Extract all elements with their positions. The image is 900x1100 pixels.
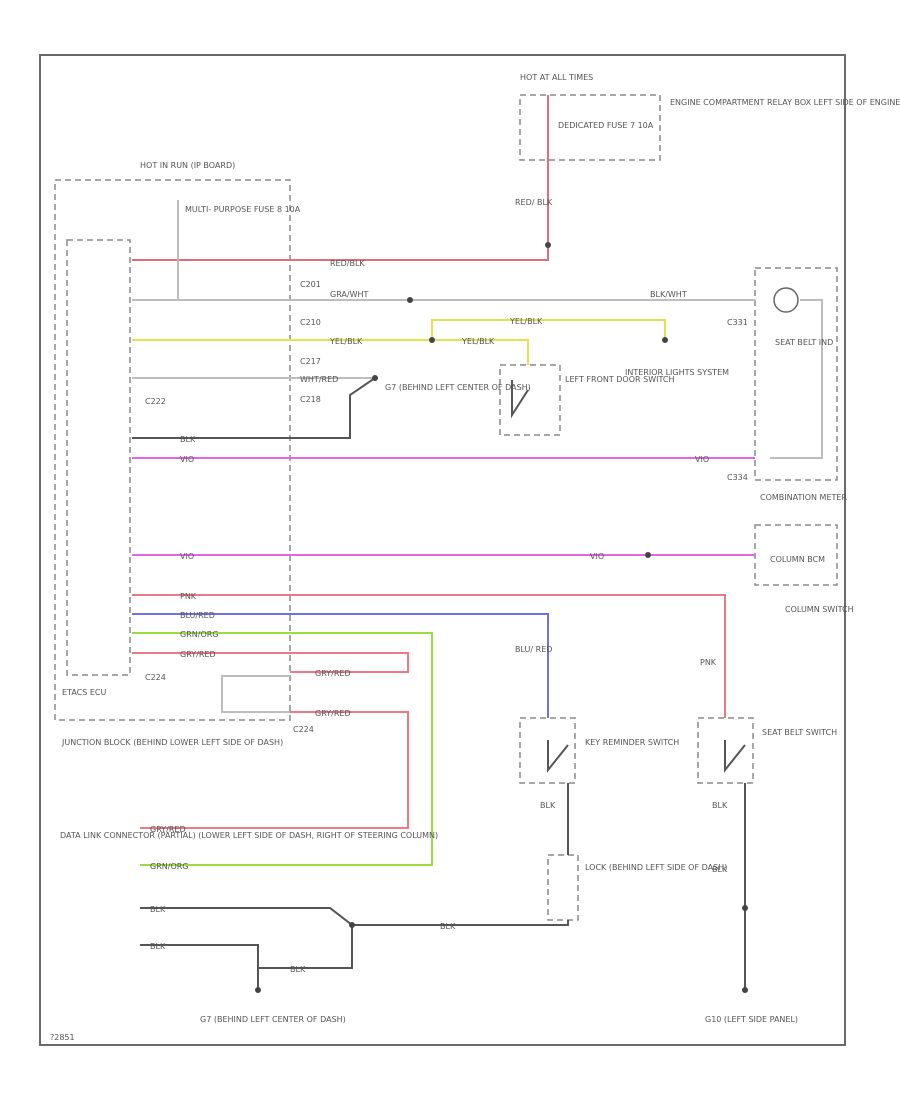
wire-label: BLK/WHT xyxy=(650,290,687,299)
label-hot-at-all-times: HOT AT ALL TIMES xyxy=(520,73,593,82)
wire-gray-loop xyxy=(221,675,290,713)
connector-c217: C217 xyxy=(300,357,321,366)
label-multi-fuse: MULTI- PURPOSE FUSE 8 10A xyxy=(185,205,301,214)
wire-dlc-blk-2 xyxy=(140,944,259,990)
wire-label: GRY/RED xyxy=(315,669,351,678)
wire-label: VIO xyxy=(590,552,604,561)
label-key-reminder: KEY REMINDER SWITCH xyxy=(585,738,679,747)
ground-dot xyxy=(255,987,261,993)
diagram-frame xyxy=(39,54,846,1046)
connector-c222: C222 xyxy=(145,397,166,406)
connector-c218: C218 xyxy=(300,395,321,404)
wire-pnk xyxy=(132,594,726,718)
wire-label: BLK xyxy=(150,942,166,951)
wire-label: GRY/RED xyxy=(150,825,186,834)
wire-label: BLK xyxy=(180,435,196,444)
label-left-front-door: LEFT FRONT DOOR SWITCH xyxy=(565,375,675,384)
wire-label: GRY/RED xyxy=(315,709,351,718)
wire-red-blk xyxy=(132,95,549,261)
connector-c224b: C224 xyxy=(293,725,314,734)
label-g10-bottom: G10 (LEFT SIDE PANEL) xyxy=(705,1015,798,1024)
wire-label: WHT/RED xyxy=(300,375,338,384)
label-hot-in-run: HOT IN RUN (IP BOARD) xyxy=(140,161,235,170)
lock-box xyxy=(547,854,579,921)
label-etacs-ecu: ETACS ECU xyxy=(62,688,107,697)
connector-c334: C334 xyxy=(727,473,748,482)
wire-label: GRY/RED xyxy=(180,650,216,659)
connector-c210: C210 xyxy=(300,318,321,327)
label-engine-relay-box: ENGINE COMPARTMENT RELAY BOX LEFT SIDE O… xyxy=(670,98,900,107)
wire-label: PNK xyxy=(180,592,197,601)
splice-dot xyxy=(645,552,651,558)
seat-belt-contact xyxy=(724,740,746,773)
wire-blk-g7 xyxy=(132,377,376,439)
label-column-switch: COLUMN SWITCH xyxy=(785,605,854,614)
splice-dot xyxy=(742,905,748,911)
wire-lock-ground xyxy=(352,920,569,926)
wire-label: GRN/ORG xyxy=(150,862,189,871)
splice-dot xyxy=(429,337,435,343)
label-g7-bottom: G7 (BEHIND LEFT CENTER OF DASH) xyxy=(200,1015,346,1024)
label-blk-lower-1: BLK xyxy=(540,801,556,810)
wire-grn-org xyxy=(132,632,433,866)
wire-label: GRA/WHT xyxy=(330,290,369,299)
wire-gry-red-2 xyxy=(140,711,409,829)
wire-label: VIO xyxy=(180,455,194,464)
label-blk-lower-2: BLK xyxy=(712,801,728,810)
combination-meter-box xyxy=(754,267,838,481)
label-lock-switch: LOCK (BEHIND LEFT SIDE OF DASH) xyxy=(585,863,727,872)
splice-dot xyxy=(407,297,413,303)
wire-meter-inner xyxy=(770,299,823,459)
wire-yel-blk xyxy=(132,319,666,341)
label-pnk-upper: PNK xyxy=(700,658,717,667)
wire-yel-blk-2 xyxy=(432,339,529,365)
wire-label: BLK xyxy=(440,922,456,931)
label-data-link: DATA LINK CONNECTOR (PARTIAL) (LOWER LEF… xyxy=(60,831,438,840)
wire-label: GRN/ORG xyxy=(180,630,219,639)
connector-c201: C201 xyxy=(300,280,321,289)
wire-label: BLK xyxy=(150,905,166,914)
label-dedicated-fuse: DEDICATED FUSE 7 10A xyxy=(558,121,654,130)
wire-blu-red xyxy=(132,613,549,718)
relay-box xyxy=(519,94,661,161)
label-blk-lower-3: BLK xyxy=(712,865,728,874)
ground-dot xyxy=(742,987,748,993)
wire-label: YEL/BLK xyxy=(461,337,495,346)
splice-dot xyxy=(349,922,355,928)
figure-code: ?2851 xyxy=(50,1033,75,1042)
label-column-bcm: COLUMN BCM xyxy=(770,555,825,564)
label-seat-belt-switch: SEAT BELT SWITCH xyxy=(762,728,837,737)
label-seat-belt-ind: SEAT BELT IND xyxy=(775,338,833,347)
seat-belt-indicator-bulb xyxy=(773,287,799,313)
wire-label: VIO xyxy=(695,455,709,464)
etacs-ecu-box xyxy=(66,239,131,676)
splice-dot xyxy=(662,337,668,343)
label-combination-meter: COMBINATION METER xyxy=(760,493,847,502)
splice-dot xyxy=(545,242,551,248)
wire-gry-red-1 xyxy=(132,652,409,673)
label-junction-block: JUNCTION BLOCK (BEHIND LOWER LEFT SIDE O… xyxy=(61,738,283,747)
wires xyxy=(132,95,823,990)
wire-label: RED/BLK xyxy=(330,259,365,268)
connector-c224a: C224 xyxy=(145,673,166,682)
label-interior-lights: INTERIOR LIGHTS SYSTEM xyxy=(625,368,729,377)
wire-label: BLK xyxy=(290,965,306,974)
wire-label: VIO xyxy=(180,552,194,561)
wire-label: BLU/RED xyxy=(180,611,215,620)
door-switch-box xyxy=(499,364,561,436)
wire-dlc-blk-1 xyxy=(140,907,353,990)
splice-dot xyxy=(372,375,378,381)
label-g7-top: G7 (BEHIND LEFT CENTER OF DASH) xyxy=(385,383,531,392)
door-switch-contact xyxy=(511,380,529,419)
key-reminder-contact xyxy=(547,740,569,773)
label-blu-red-upper: BLU/ RED xyxy=(515,645,552,654)
label-red-blk-top: RED/ BLK xyxy=(515,198,553,207)
wire-label: YEL/BLK xyxy=(329,337,363,346)
junction-block-box xyxy=(54,179,291,721)
connector-c331: C331 xyxy=(727,318,748,327)
wire-label: YEL/BLK xyxy=(509,317,543,326)
